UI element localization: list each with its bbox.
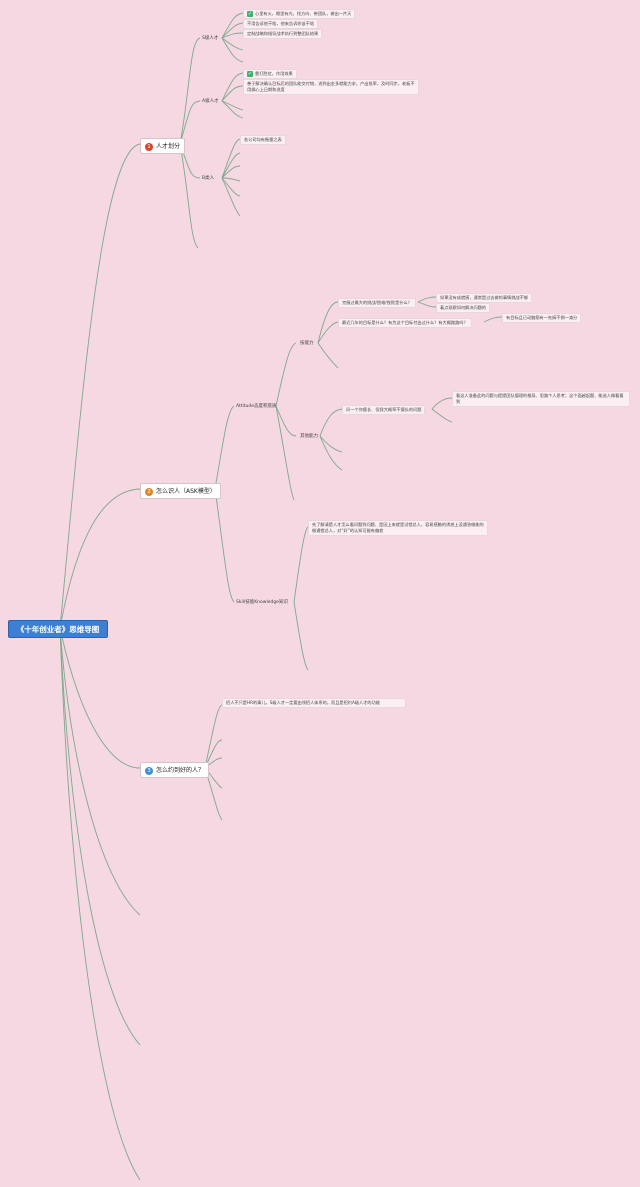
branch-label: 怎么识人（ASK模型） [156, 488, 216, 495]
s-item-1[interactable]: ✓心里有火，眼里有光，找方向、带团队，做出一片天 [243, 9, 356, 19]
branch-label: 人才划分 [156, 143, 181, 150]
ability-question-1[interactable]: 克服过最大的挑战/困难/挫败是什么？ [338, 298, 416, 308]
ability-question-2[interactable]: 最近几年的目标是什么？有为这个目标付出过什么？有大概路路吗？ [338, 318, 472, 328]
knowledge-note[interactable]: 先了解清楚人才怎么看问题到问题、是因上来就是试错总人，容易感触的诱惑上没通答做能… [308, 520, 488, 536]
ability-answer-1[interactable]: 如果没有成就感，通常是过去做的事情挑战不够 [436, 293, 532, 303]
ability-answer-2[interactable]: 着点观察如何解决问题的 [436, 303, 491, 313]
invite-note[interactable]: 招人不只是HR的事儿，S级人才一定要由领招人体系的。而且是招约A级人才的功能 [222, 698, 406, 708]
other-answer[interactable]: 看这人准备此的问题与提提团队擅理的格局、思路个人思考；这个面越起题、能选人做看看… [452, 391, 630, 407]
ability-answer-3[interactable]: 有目标且已动脑筋有一先搞不倒一减分 [502, 313, 582, 323]
branch-label: 怎么约到好的人？ [156, 767, 205, 774]
other-question[interactable]: 问一个你擅长、但我大概率不擅长的问题 [342, 405, 426, 415]
a-item-1[interactable]: ✓靠打胜仗，作用效果 [243, 69, 297, 79]
other-ability-label[interactable]: 其他能力 [300, 434, 318, 439]
root-title[interactable]: 《十年创业者》思维导图 [8, 620, 108, 638]
b-item-1[interactable]: 各公司均有衡量之表 [240, 135, 286, 145]
attitude-label[interactable]: Attitude态度积底质 [236, 404, 277, 409]
check-icon: ✓ [247, 11, 253, 17]
s-item-3[interactable]: 定制战略和指导战术执行到整团队结果 [243, 29, 323, 39]
a-level-label[interactable]: A级人才 [202, 99, 219, 104]
check-icon: ✓ [247, 71, 253, 77]
knowledge-label[interactable]: Skill技能Knowledge知识 [236, 600, 288, 605]
number-badge-1: 1 [145, 142, 153, 151]
ability-label[interactable]: 技能力 [300, 341, 314, 346]
a-item-2[interactable]: 善于解决确认目标后的团队能交付物，进到出金多就能力求，产出批率，及时同步，老板不… [243, 79, 419, 95]
b-level-label[interactable]: B类人 [202, 176, 215, 181]
number-badge-3: 3 [145, 766, 153, 775]
s-level-label[interactable]: S级人才 [202, 36, 219, 41]
s-item-2[interactable]: 不用告诉他干啥，他来告诉你该干啥 [243, 19, 319, 29]
number-badge-2: 2 [145, 487, 153, 496]
